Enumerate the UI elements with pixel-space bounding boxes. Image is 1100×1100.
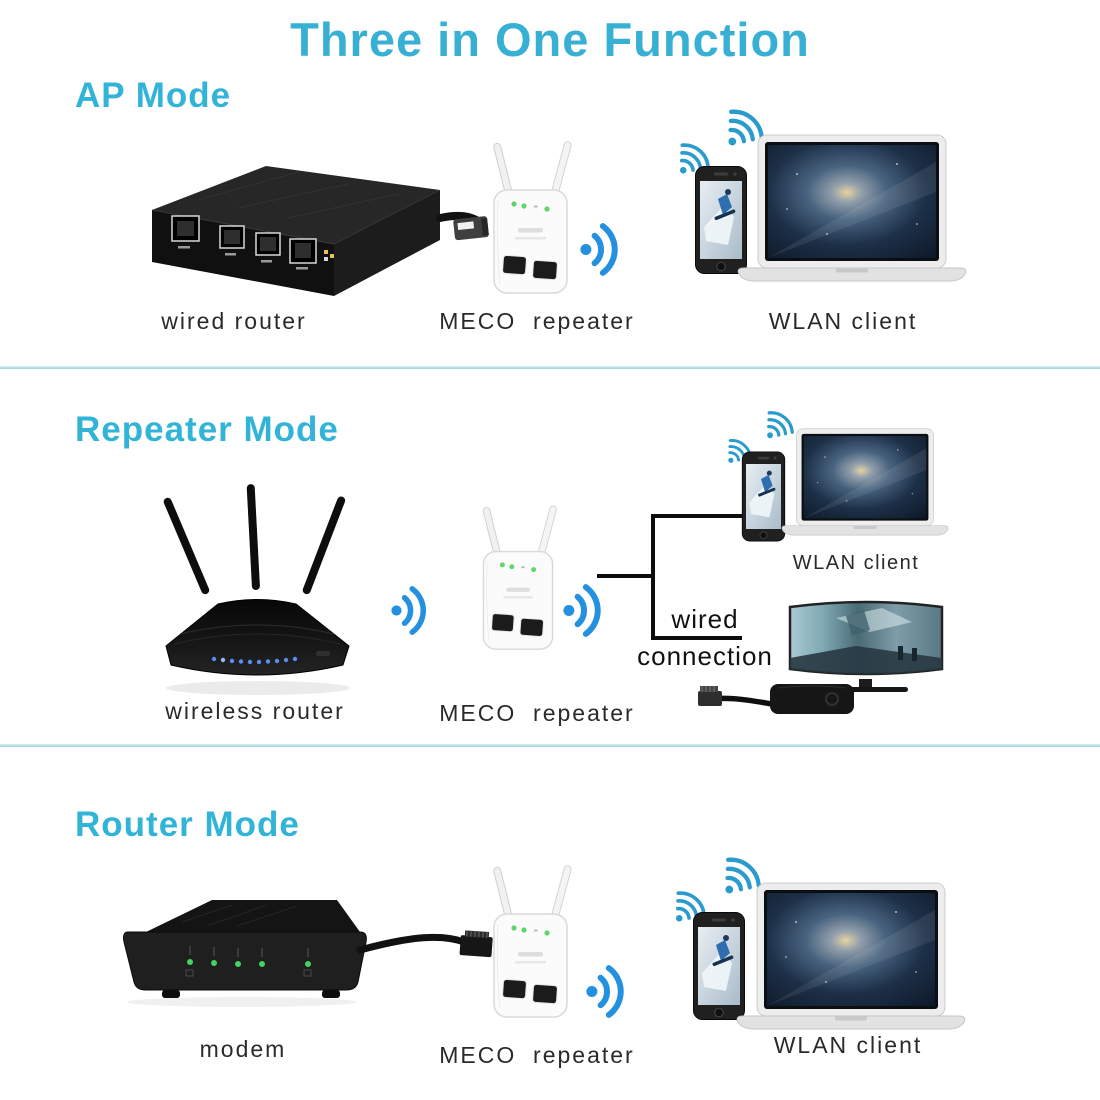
- wired-router-image: [138, 156, 498, 304]
- meco-repeater-label: MECO repeater: [439, 1042, 635, 1068]
- wireless-router-image: [150, 466, 365, 698]
- meco-repeater-image: [483, 140, 578, 300]
- modem-image: [112, 890, 497, 1032]
- meco-repeater-label: MECO repeater: [439, 700, 635, 726]
- section-divider: [0, 366, 1100, 369]
- modem-label: modem: [199, 1036, 287, 1062]
- wlan-client-label: WLAN client: [768, 308, 918, 334]
- meco-repeater-image: [483, 864, 578, 1024]
- wifi-signal-icon: [561, 583, 607, 638]
- wifi-signal-icon: [389, 585, 432, 636]
- connection-line: [651, 514, 655, 640]
- laptop-image: [781, 428, 949, 541]
- connection-line: [651, 514, 742, 518]
- section-heading-router-mode: Router Mode: [75, 805, 300, 844]
- wifi-signal-icon: [584, 964, 630, 1019]
- section-heading-repeater-mode: Repeater Mode: [75, 410, 339, 449]
- wired-router-label: wired router: [161, 308, 307, 334]
- laptop-image: [736, 882, 966, 1037]
- set-top-box-image: [698, 676, 858, 720]
- connection-line: [597, 574, 655, 578]
- wifi-signal-icon: [578, 222, 624, 277]
- laptop-image: [737, 134, 967, 289]
- wired-connection-label: wired: [671, 604, 739, 634]
- section-divider: [0, 744, 1100, 747]
- wired-connection-label: connection: [637, 641, 773, 671]
- meco-repeater-image: [473, 504, 563, 656]
- connection-line: [651, 636, 742, 640]
- meco-repeater-label: MECO repeater: [439, 308, 635, 334]
- page-title: Three in One Function: [290, 13, 810, 66]
- smartphone-image: [741, 450, 786, 543]
- section-heading-ap-mode: AP Mode: [75, 76, 232, 115]
- wlan-client-label: WLAN client: [773, 1032, 923, 1058]
- wireless-router-label: wireless router: [165, 698, 345, 724]
- wlan-client-label: WLAN client: [792, 552, 920, 574]
